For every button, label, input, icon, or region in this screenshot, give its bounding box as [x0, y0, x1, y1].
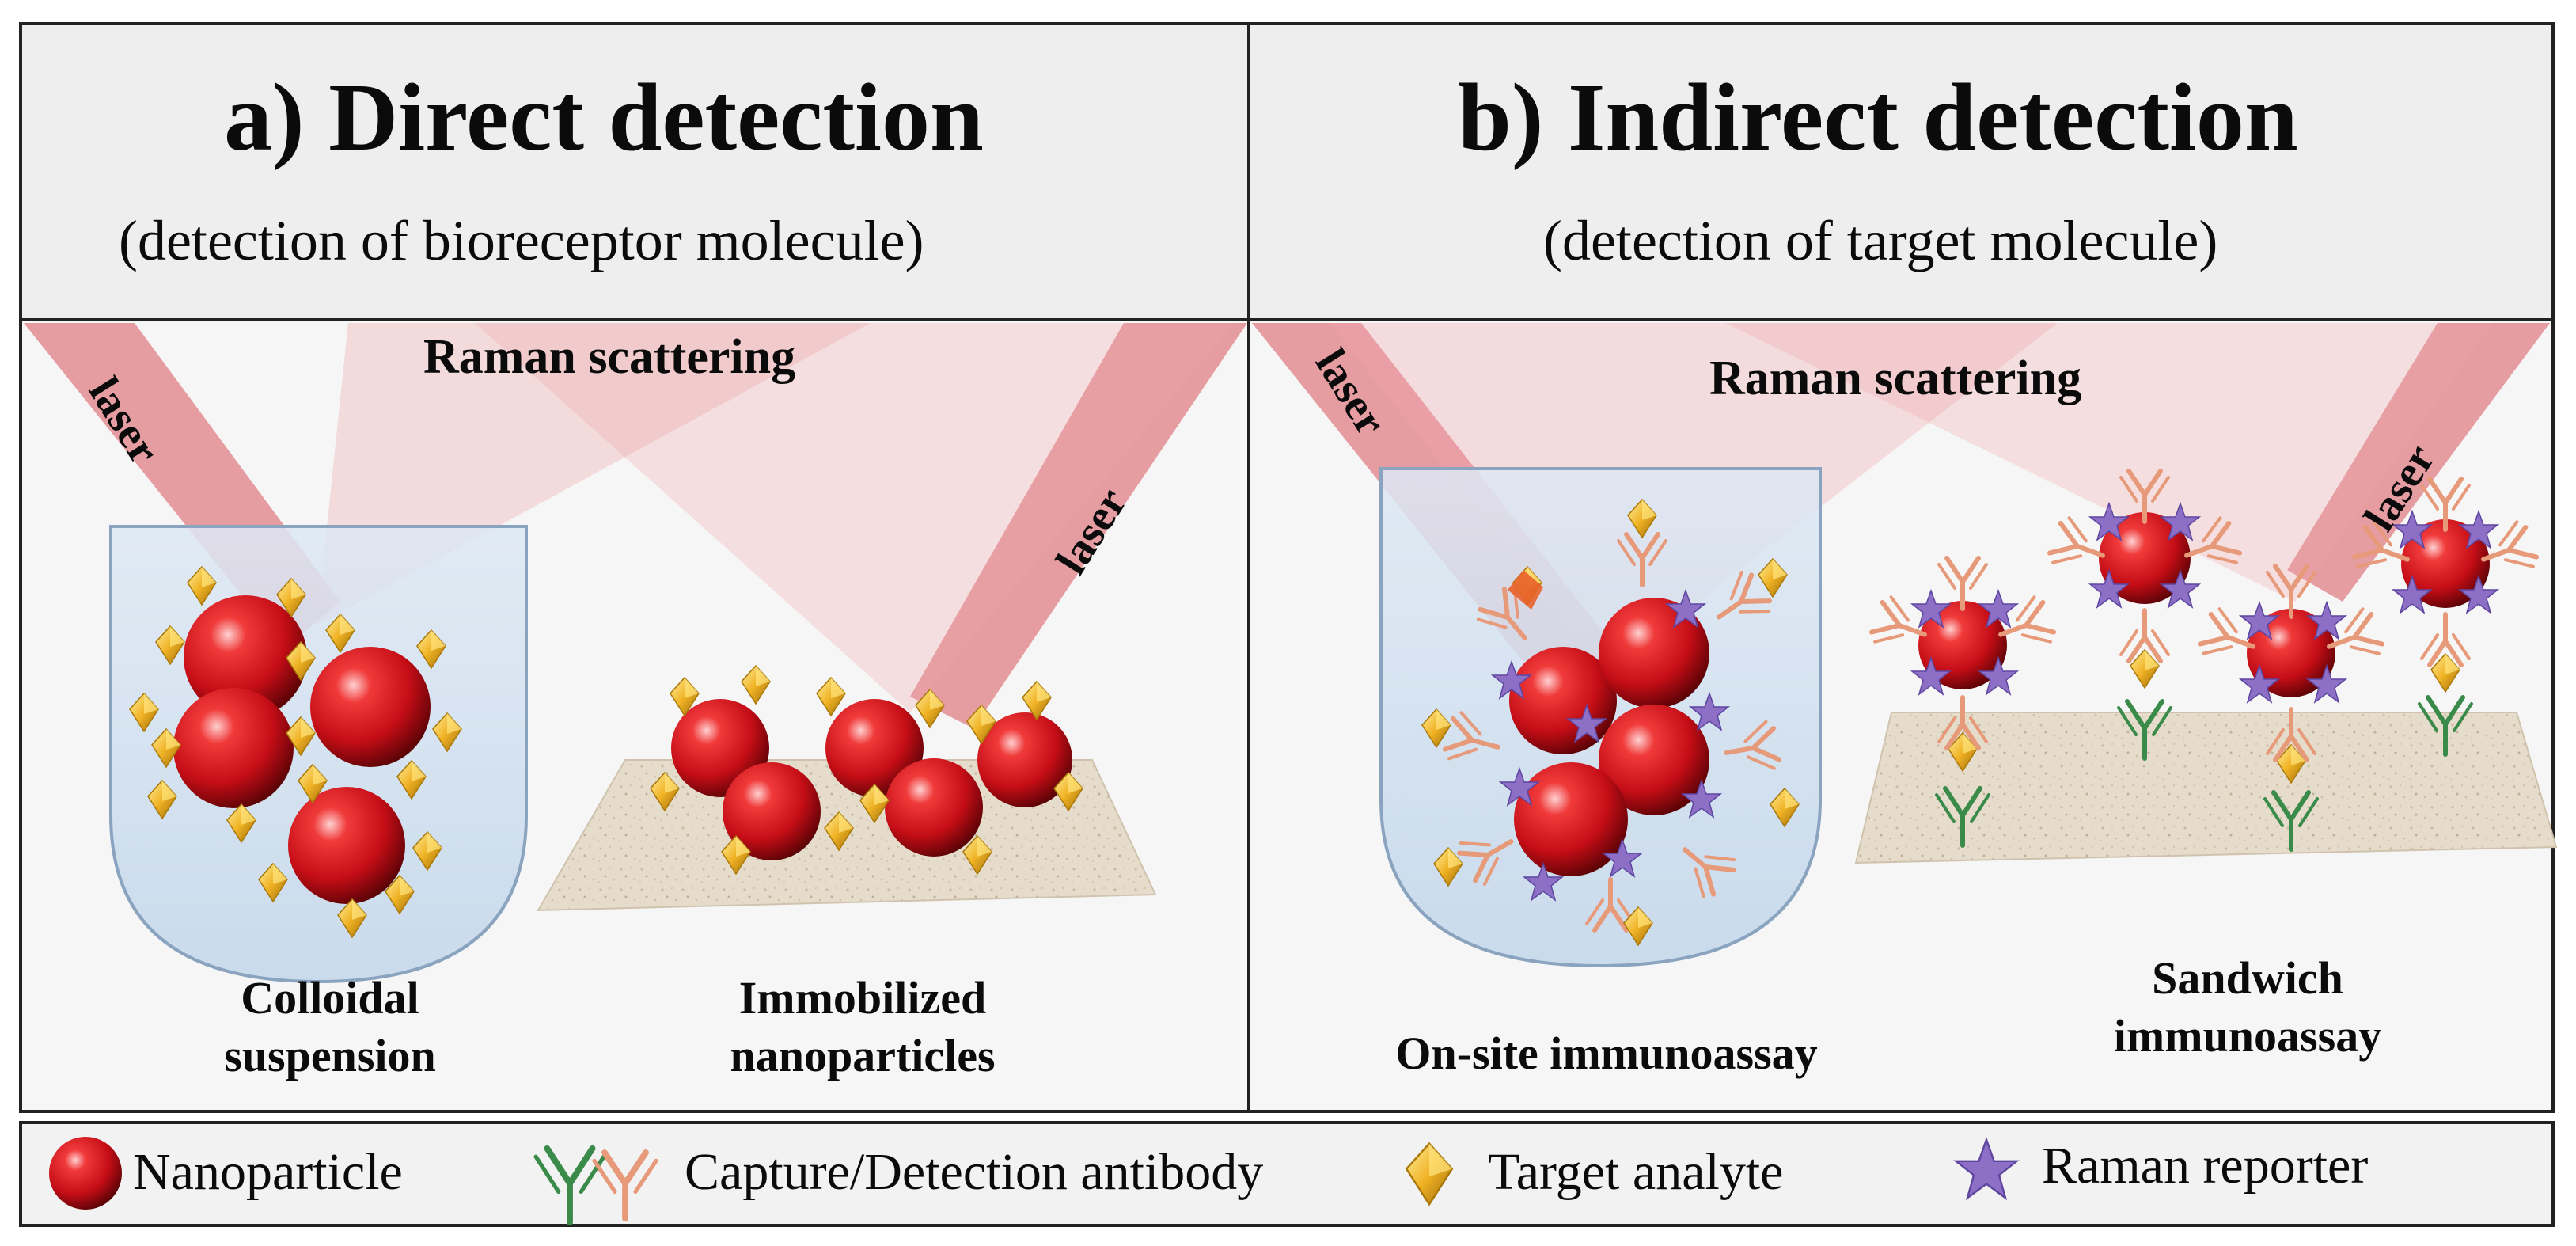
panel-b-caption-left: On-site immunoassay: [1395, 1028, 1818, 1079]
panel-b-caption-right: Sandwich immunoassay: [2113, 952, 2382, 1062]
panel-a-scene: [24, 323, 1247, 984]
panel-a-scatter-label: Raman scattering: [423, 330, 796, 384]
substrate-b: [1854, 712, 2558, 864]
panel-a-title: a) Direct detection: [224, 64, 984, 171]
legend-reporter-label: Raman reporter: [2042, 1137, 2369, 1195]
panel-b-scatter-label: Raman scattering: [1709, 351, 2082, 405]
laser-beam-a-right: [910, 323, 1247, 728]
laser-beam-b-right: [2287, 323, 2550, 602]
legend-frame: [19, 1121, 2555, 1227]
panel-a-caption-right: Immobilized nanoparticles: [730, 972, 996, 1081]
legend-nanoparticle-label: Nanoparticle: [133, 1143, 403, 1201]
panel-a-subtitle: (detection of bioreceptor molecule): [119, 209, 924, 272]
scatter-cone-b2: [1725, 323, 2493, 602]
panel-b-subtitle: (detection of target molecule): [1543, 209, 2218, 272]
panel-b-header: [1250, 25, 2551, 320]
panel-a-header: [22, 25, 1247, 320]
legend-antibody-label: Capture/Detection antibody: [685, 1143, 1264, 1201]
scatter-cone-a2: [475, 323, 1235, 712]
panel-a-laser-left-label: laser: [78, 369, 169, 473]
panel-a-caption-left: Colloidal suspension: [224, 972, 436, 1081]
panel-b-title: b) Indirect detection: [1458, 64, 2298, 171]
panel-b-laser-right-label: laser: [2354, 435, 2445, 540]
panel-b-laser-left-label: laser: [1305, 340, 1396, 444]
panel-b-scene: [1252, 323, 2558, 968]
panel-a-laser-right-label: laser: [1046, 479, 1137, 583]
legend-analyte-label: Target analyte: [1488, 1143, 1784, 1201]
